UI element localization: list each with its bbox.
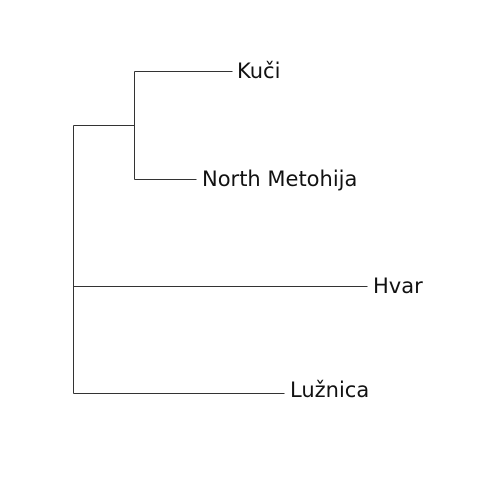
leaf-label-hvar: Hvar <box>373 274 423 298</box>
leaf-label-luznica: Lužnica <box>290 378 369 402</box>
leaf-label-kuci: Kuči <box>237 59 280 83</box>
leaf-label-north-metohija: North Metohija <box>202 167 357 191</box>
